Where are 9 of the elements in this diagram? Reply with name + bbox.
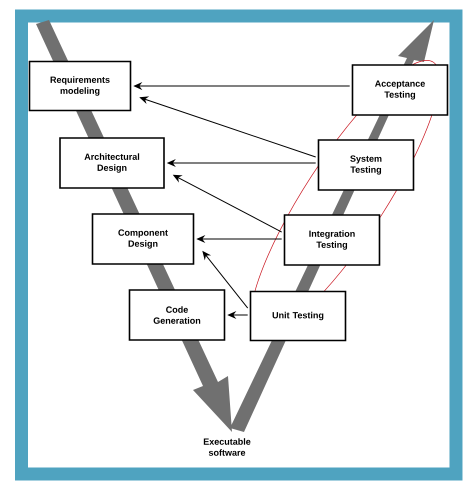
- output-label: Executable software: [204, 438, 250, 456]
- process-box: Integration Testing: [284, 214, 380, 266]
- process-box: Architectural Design: [59, 137, 165, 189]
- process-box: Component Design: [92, 213, 194, 265]
- process-box: Code Generation: [128, 289, 226, 341]
- process-box: System Testing: [318, 139, 414, 191]
- process-box: Acceptance Testing: [352, 64, 448, 116]
- process-box: Unit Testing: [250, 290, 346, 342]
- process-box: Requirements modeling: [28, 60, 132, 112]
